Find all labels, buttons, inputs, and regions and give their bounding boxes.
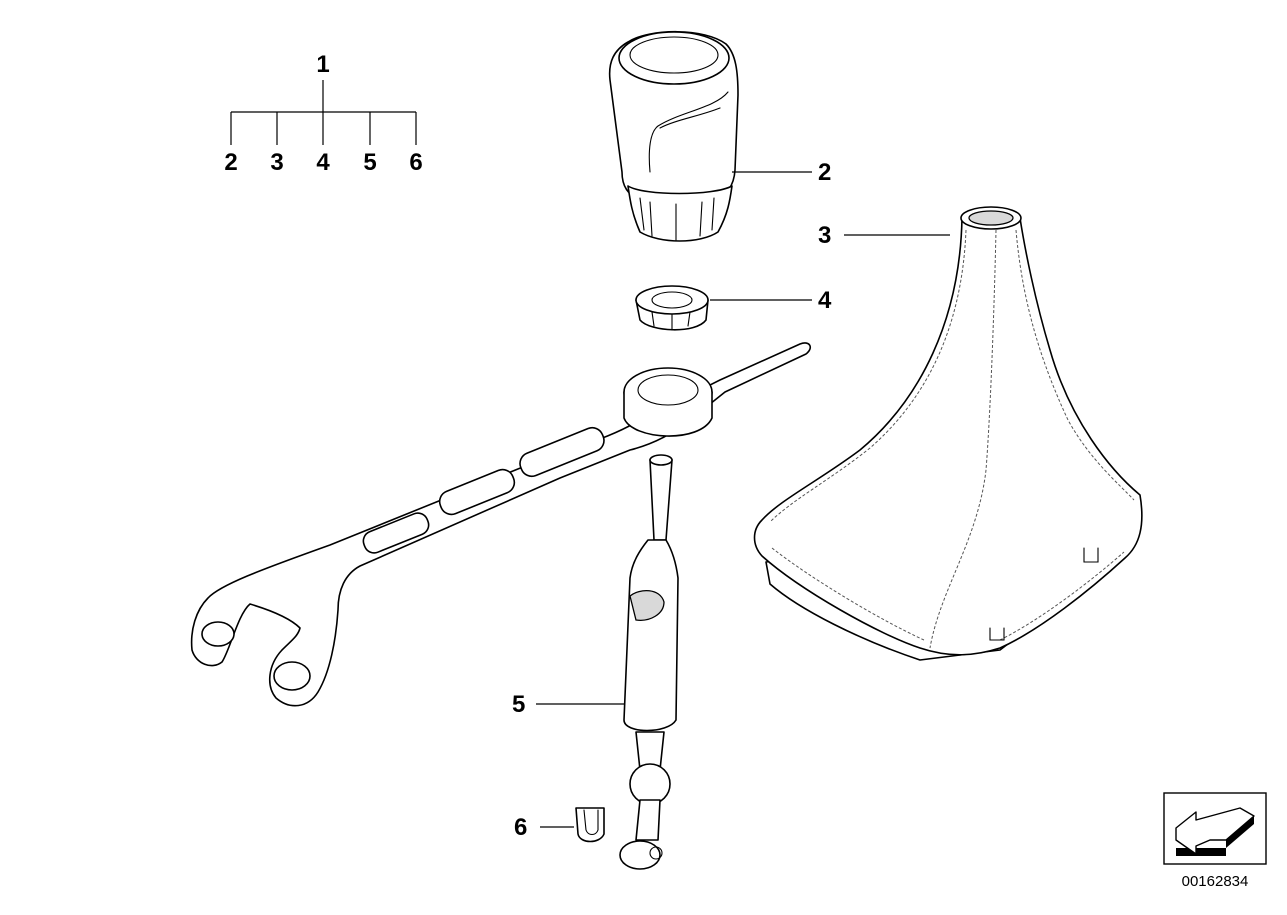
tree-root-label: 1 [316,51,329,78]
direction-arrow-icon [1175,807,1255,856]
adapter-ring-drawing [635,285,709,331]
shifter-arm-drawing [190,342,812,707]
callout-label: 3 [818,222,831,249]
tree-child-label: 6 [409,149,422,176]
shift-lever-drawing [619,454,679,870]
callout-label: 4 [818,287,832,314]
callout-label: 6 [514,814,527,841]
shift-boot-drawing [753,206,1143,661]
clip-drawing [575,807,605,843]
direction-stamp [1163,792,1267,865]
callouts: 2 3 4 5 6 [512,159,950,841]
tree-child-label: 2 [224,149,237,176]
shift-knob-drawing [608,30,739,242]
callout-label: 2 [818,159,831,186]
tree-child-label: 3 [270,149,283,176]
assembly-tree: 1 2 3 4 5 6 [224,51,422,176]
tree-child-label: 4 [316,149,330,176]
document-number: 00162834 [1182,873,1249,890]
tree-child-label: 5 [363,149,376,176]
callout-label: 5 [512,691,525,718]
